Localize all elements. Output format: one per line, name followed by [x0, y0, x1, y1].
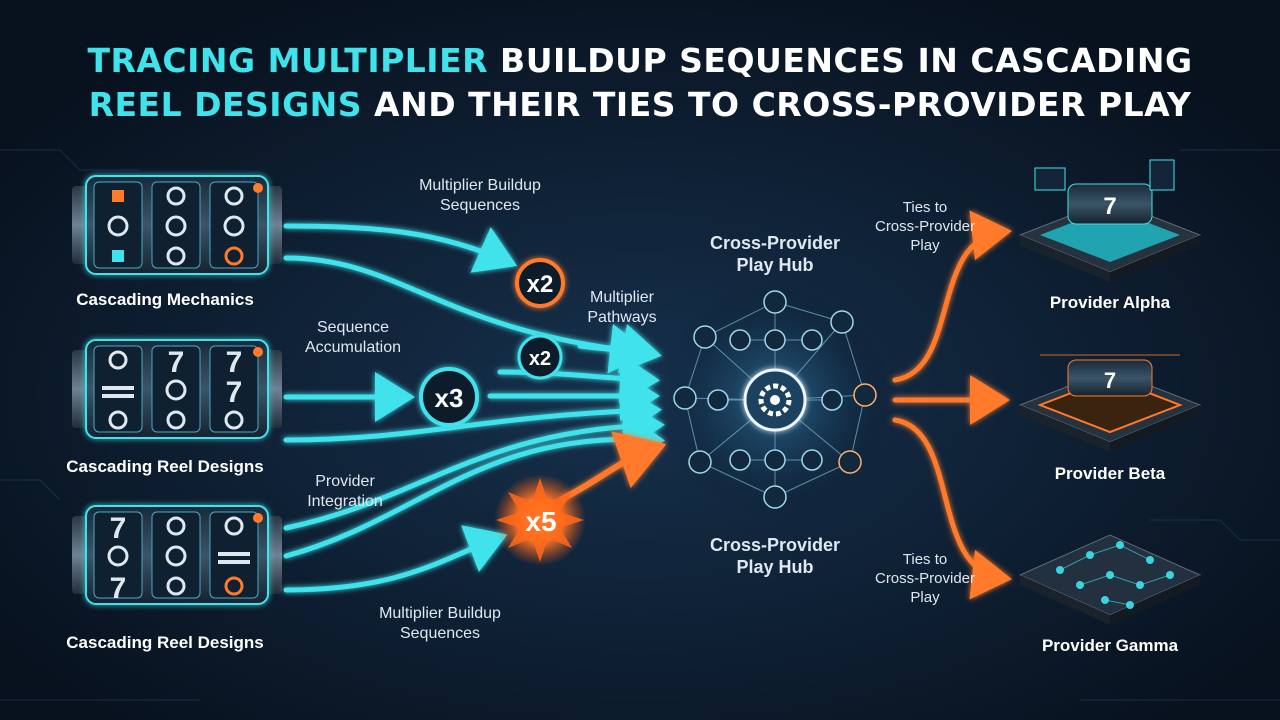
multiplier-badge-x2-cyan: x2	[517, 334, 563, 380]
provider-gamma-label: Provider Gamma	[1041, 636, 1179, 655]
provider-gamma-platform	[1018, 534, 1202, 625]
page-title-line-1: TRACING MULTIPLIER BUILDUP SEQUENCES IN …	[0, 42, 1280, 80]
multiplier-x3-label: x3	[435, 383, 464, 413]
ties-label-top: Ties to Cross-Provider Play	[874, 199, 976, 254]
gear-icon	[758, 383, 792, 417]
multiplier-badge-x3: x3	[419, 367, 479, 427]
multiplier-x2-orange-label: x2	[527, 271, 554, 298]
flow-label-accumulation: Sequence Accumulation	[304, 319, 402, 356]
hub-nodes	[673, 290, 877, 509]
orange-provider-arrows	[892, 210, 1012, 600]
page-title-line-2: REEL DESIGNS AND THEIR TIES TO CROSS-PRO…	[0, 86, 1280, 124]
multiplier-badge-x2-orange: x2	[515, 258, 565, 308]
svg-text:7: 7	[1103, 193, 1116, 220]
provider-alpha-label: Provider Alpha	[1049, 293, 1171, 312]
multiplier-x5-label: x5	[525, 506, 556, 537]
module-label-cascading-reel-designs-1: Cascading Reel Designs	[66, 457, 264, 476]
ties-label-bottom: Ties to Cross-Provider Play	[874, 551, 976, 606]
module-label-cascading-reel-designs-2: Cascading Reel Designs	[66, 633, 264, 652]
multiplier-badge-x5: x5	[494, 474, 586, 566]
svg-text:7: 7	[110, 512, 127, 545]
multiplier-x2-cyan-label: x2	[529, 348, 551, 370]
flow-label-top: Multiplier Buildup Sequences	[419, 177, 541, 214]
module-label-cascading-mechanics: Cascading Mechanics	[76, 290, 254, 309]
flow-label-pathways: Multiplier Pathways	[587, 289, 657, 326]
cross-provider-hub	[657, 282, 893, 518]
flow-label-integration: Provider Integration	[307, 473, 383, 510]
cyan-flow-arrows	[283, 223, 665, 593]
title-line-2-rest: AND THEIR TIES TO CROSS-PROVIDER PLAY	[362, 85, 1192, 124]
svg-text:7: 7	[110, 572, 127, 605]
svg-text:7: 7	[226, 346, 243, 379]
title-line-1-highlight: TRACING MULTIPLIER	[87, 41, 489, 80]
slot-module-1	[72, 175, 282, 275]
slot-module-3: 77	[72, 505, 282, 605]
circuit-decoration	[0, 149, 1280, 701]
svg-text:7: 7	[1104, 368, 1116, 393]
hub-label-top: Cross-Provider Play Hub	[709, 233, 841, 275]
hub-label-bottom: Cross-Provider Play Hub	[709, 535, 841, 577]
svg-text:7: 7	[226, 376, 243, 409]
svg-text:7: 7	[168, 346, 185, 379]
provider-beta-platform: 7	[1018, 354, 1202, 452]
provider-alpha-platform: 7	[1018, 159, 1202, 282]
provider-beta-label: Provider Beta	[1054, 464, 1166, 483]
flow-label-bottom: Multiplier Buildup Sequences	[379, 605, 501, 642]
title-line-2-highlight: REEL DESIGNS	[88, 85, 363, 124]
title-line-1-rest: BUILDUP SEQUENCES IN CASCADING	[488, 41, 1193, 80]
